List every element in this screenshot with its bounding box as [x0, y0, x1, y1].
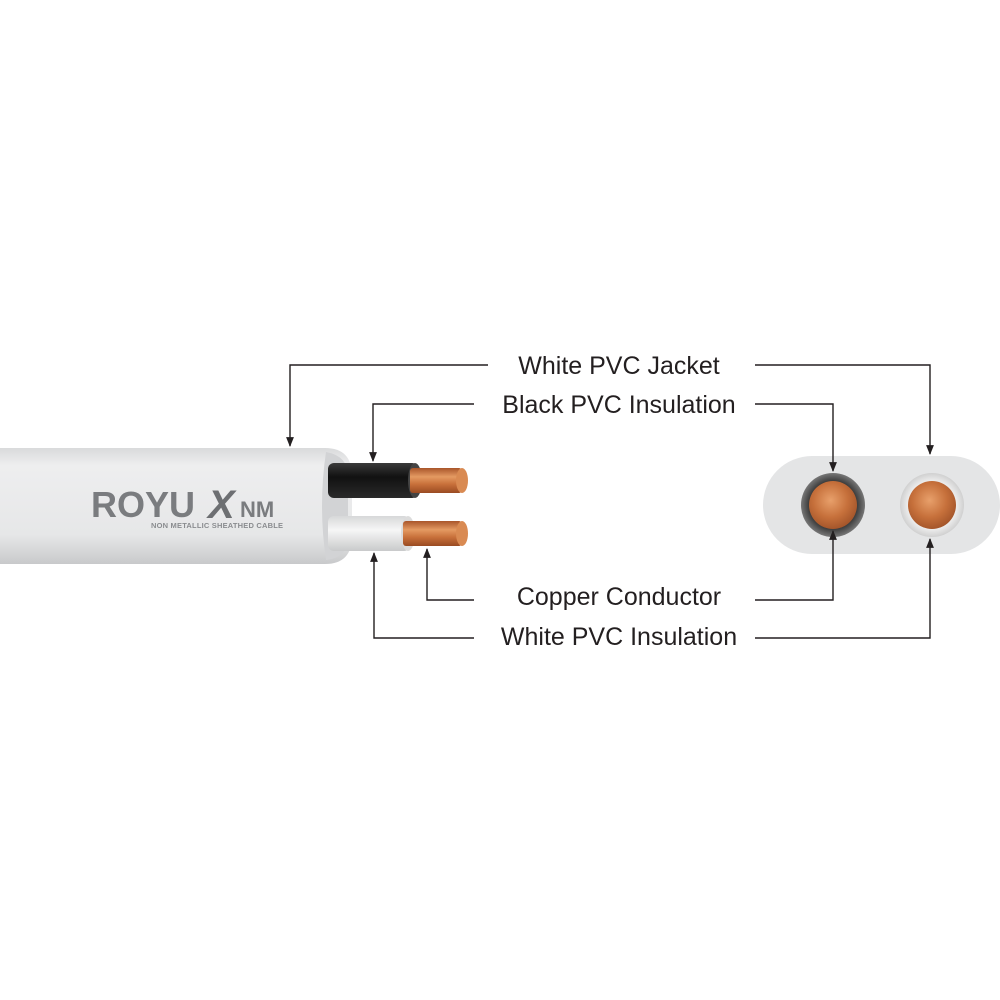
leader-jacket-right — [755, 364, 934, 455]
leader-black-right — [755, 403, 837, 472]
leader-black-left — [369, 403, 474, 462]
label-white-pvc-insulation: White PVC Insulation — [501, 623, 737, 651]
brand-name: ROYU — [91, 484, 195, 525]
leader-white-left — [370, 552, 474, 639]
copper-conductor-bottom-side — [403, 521, 462, 546]
leader-jacket-left — [286, 364, 488, 447]
jacket-side — [0, 448, 352, 564]
brand-mark: X — [206, 483, 237, 527]
label-white-pvc-jacket: White PVC Jacket — [518, 352, 720, 380]
copper-conductor-top-end — [456, 468, 468, 493]
black-insulation-side — [328, 463, 418, 498]
label-black-pvc-insulation: Black PVC Insulation — [502, 391, 735, 419]
label-copper-conductor: Copper Conductor — [517, 583, 721, 611]
copper-conductor-top-side — [410, 468, 462, 493]
jacket-cross-section — [763, 456, 1000, 554]
white-insulation-side — [328, 516, 410, 551]
copper-core-left — [809, 481, 857, 529]
cable-cross-section — [763, 456, 1000, 554]
cable-type: NM — [240, 497, 274, 522]
copper-conductor-bottom-end — [456, 521, 468, 546]
leader-copper-right — [755, 530, 837, 601]
cable-tagline: NON METALLIC SHEATHED CABLE — [151, 521, 283, 530]
cable-side-view: ROYU X NM NON METALLIC SHEATHED CABLE — [0, 448, 468, 564]
leader-white-right — [755, 538, 934, 639]
leader-lines — [286, 364, 934, 639]
callout-labels: White PVC Jacket Black PVC Insulation Co… — [501, 352, 737, 651]
leader-copper-left — [423, 548, 474, 601]
copper-core-right — [908, 481, 956, 529]
